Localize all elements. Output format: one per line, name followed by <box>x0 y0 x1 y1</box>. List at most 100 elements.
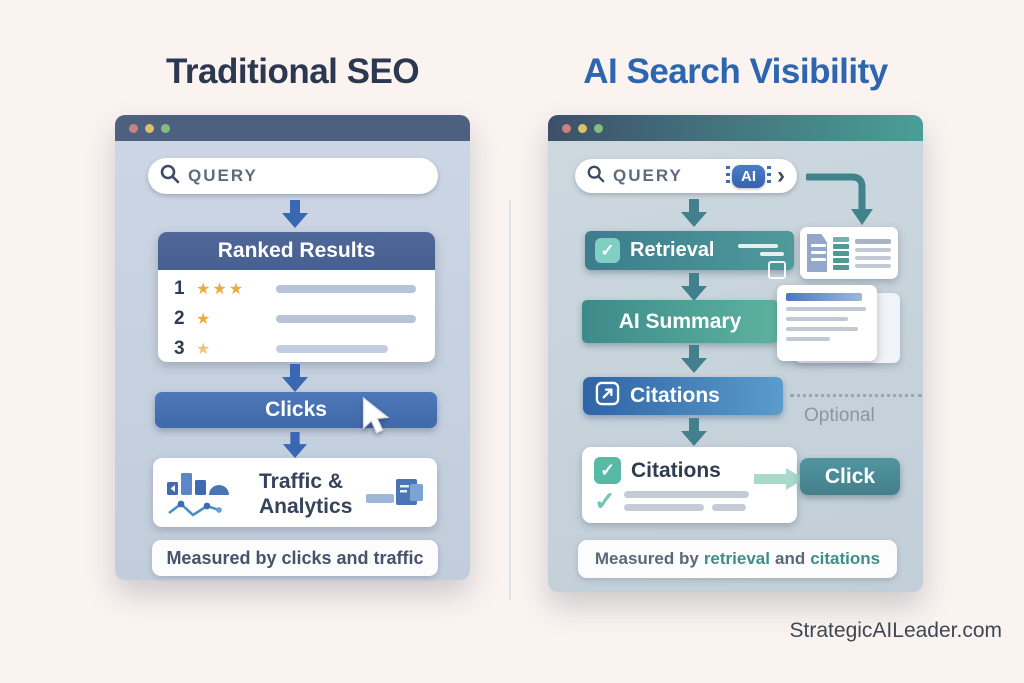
chevron-right-icon: › <box>777 162 785 190</box>
optional-label: Optional <box>804 405 875 426</box>
result-text-placeholder <box>276 314 416 323</box>
rank-number: 1 <box>174 277 185 299</box>
caption-term-retrieval: retrieval <box>703 549 770 568</box>
summary-document-card <box>777 285 877 361</box>
ai-search-input[interactable]: QUERY AI › <box>575 159 797 193</box>
rank-number: 2 <box>174 307 185 329</box>
citations-result-label: Citations <box>631 458 721 482</box>
close-window-dot[interactable] <box>562 123 571 133</box>
query-text: QUERY <box>613 166 683 185</box>
result-row[interactable]: 1 ★★★ <box>174 278 419 299</box>
arrow-down-icon <box>282 364 308 392</box>
ai-summary-step: AI Summary <box>582 300 778 343</box>
checkbox-checked-icon[interactable]: ✓ <box>595 238 620 263</box>
text-line <box>786 307 866 311</box>
retrieval-step: ✓ Retrieval <box>585 231 794 279</box>
text-line <box>711 504 746 511</box>
maximize-window-dot[interactable] <box>594 123 603 133</box>
chip-pins-icon <box>767 166 771 186</box>
result-row[interactable]: 3 ★ <box>174 338 419 359</box>
search-input[interactable]: QUERY <box>148 158 438 194</box>
caption-conjunction: and <box>774 549 806 568</box>
minimize-window-dot[interactable] <box>578 123 587 133</box>
minimize-window-dot[interactable] <box>145 123 154 133</box>
elbow-arrow-icon <box>804 165 876 240</box>
left-measurement-caption: Measured by clicks and traffic <box>152 540 438 576</box>
result-row[interactable]: 2 ★ <box>174 308 419 329</box>
right-title: AI Search Visibility <box>583 52 888 91</box>
text-line <box>623 491 749 498</box>
data-bars-icon <box>833 236 849 270</box>
ghost-square-icon <box>768 261 786 279</box>
mouse-cursor-icon <box>353 394 395 436</box>
star-rating-icon: ★ <box>196 310 213 328</box>
arrow-down-icon <box>282 432 308 460</box>
clicks-label: Clicks <box>265 398 327 421</box>
arrow-down-icon <box>681 418 707 446</box>
maximize-window-dot[interactable] <box>161 123 170 133</box>
traffic-label-line1: Traffic & <box>259 470 344 493</box>
arrow-right-icon <box>754 467 806 496</box>
arrow-down-icon <box>282 200 308 228</box>
retrieval-label: Retrieval <box>630 239 715 261</box>
star-rating-icon: ★★★ <box>196 280 246 298</box>
text-line <box>786 337 830 341</box>
traffic-analytics-label: Traffic & Analytics <box>259 469 352 519</box>
arrow-down-icon <box>681 199 707 227</box>
ranked-results-card: Ranked Results 1 ★★★ 2 ★ 3 ★ <box>158 232 435 362</box>
citation-lines-row: ✓ <box>594 488 785 514</box>
citations-result-card: ✓ Citations ✓ <box>582 447 797 523</box>
text-line <box>623 504 704 511</box>
citations-result-row: ✓ Citations <box>594 457 785 484</box>
ai-chip-label: AI <box>741 167 756 185</box>
citations-step: Citations <box>583 377 783 415</box>
query-text: QUERY <box>188 166 258 185</box>
result-text-placeholder <box>276 284 416 293</box>
close-window-dot[interactable] <box>129 123 138 133</box>
window-titlebar <box>115 115 470 141</box>
click-button[interactable]: Click <box>800 458 900 495</box>
ai-chip-badge[interactable]: AI <box>726 164 771 188</box>
text-line <box>786 327 858 331</box>
center-divider <box>509 200 511 600</box>
text-lines-icon <box>855 238 891 268</box>
check-icon: ✓ <box>594 486 616 516</box>
ai-summary-label: AI Summary <box>618 309 742 333</box>
traffic-analytics-card: Traffic & Analytics <box>153 458 437 527</box>
left-title: Traditional SEO <box>165 52 420 91</box>
caption-prefix: Measured by <box>594 549 699 568</box>
arrow-down-icon <box>681 273 707 301</box>
rank-number: 3 <box>174 337 185 359</box>
brand-watermark: StrategicAILeader.com <box>789 619 1002 642</box>
clicks-button[interactable]: Clicks <box>155 392 437 428</box>
edit-box-icon <box>595 381 620 412</box>
optional-dotted-line <box>790 394 922 397</box>
bar-chart-icon <box>165 467 253 524</box>
speed-line-icon <box>738 244 778 248</box>
search-icon <box>587 165 605 188</box>
window-titlebar <box>548 115 923 141</box>
traditional-seo-window: QUERY Ranked Results 1 ★★★ 2 ★ 3 <box>115 115 470 580</box>
traffic-label-line2: Analytics <box>259 495 353 519</box>
text-line <box>786 317 848 321</box>
search-icon <box>160 164 180 189</box>
arrow-down-icon <box>681 345 707 373</box>
speed-line-icon <box>760 252 784 256</box>
text-line-group <box>623 504 749 511</box>
checkbox-checked-icon[interactable]: ✓ <box>594 457 621 484</box>
caption-term-citations: citations <box>810 549 881 568</box>
chip-pins-icon <box>726 166 730 186</box>
citation-text-lines <box>623 491 749 511</box>
report-document-icon <box>365 476 427 513</box>
result-text-placeholder <box>276 344 388 353</box>
right-measurement-caption: Measured by retrieval and citations <box>578 540 897 578</box>
ai-search-window: QUERY AI › ✓ Retrieval <box>548 115 923 592</box>
star-rating-icon: ★ <box>196 340 213 358</box>
document-title-bar <box>786 293 862 301</box>
ranked-results-list: 1 ★★★ 2 ★ 3 ★ <box>158 270 435 362</box>
ranked-results-header: Ranked Results <box>158 232 435 270</box>
retrieved-documents-card <box>800 227 898 279</box>
document-icon <box>807 234 827 272</box>
click-button-label: Click <box>824 464 876 488</box>
